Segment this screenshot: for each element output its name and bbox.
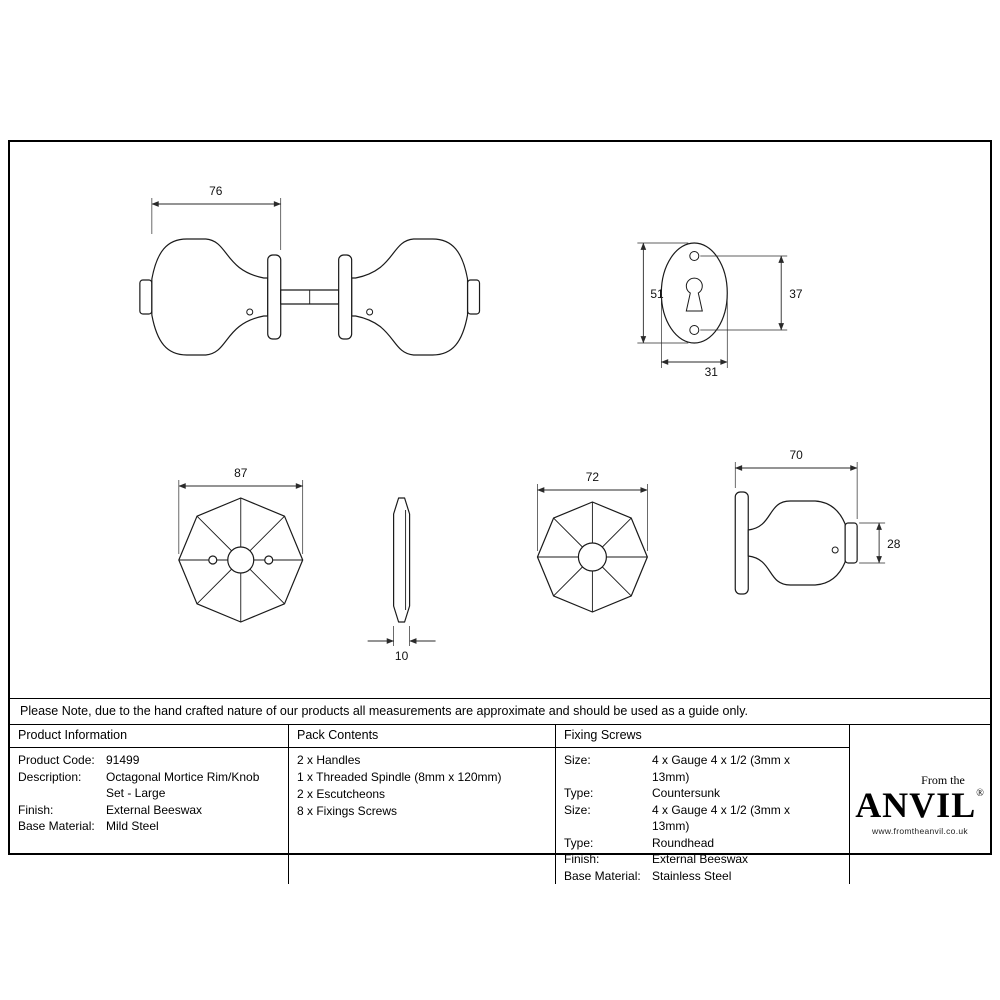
spec-sheet-frame: 76 51 37: [8, 140, 992, 884]
dimension-boss-diameter: 28: [859, 522, 901, 564]
table-row: Finish: External Beeswax: [564, 851, 841, 868]
row-value: 91499: [106, 753, 140, 767]
keyhole: [685, 277, 703, 312]
knob-body-outline: [747, 500, 846, 586]
table-row: Base Material: Stainless Steel: [564, 868, 841, 885]
table-row: Type: Roundhead: [564, 835, 841, 852]
row-value: External Beeswax: [106, 802, 203, 817]
row-label: Base Material:: [564, 868, 641, 883]
list-item: 8 x Fixings Screws: [297, 804, 398, 818]
dimension-rose-width: 87: [178, 466, 304, 554]
knob-centre-boss: [577, 542, 607, 572]
row-label: Type:: [564, 835, 594, 850]
technical-drawings: 76 51 37: [139, 184, 901, 663]
row-value: 4 x Gauge 4 x 1/2 (3mm x 13mm): [652, 802, 791, 834]
table-row: Finish: External Beeswax: [18, 802, 280, 819]
pack-contents-cell: 2 x Handles 1 x Threaded Spindle (8mm x …: [288, 748, 555, 884]
row-label: Type:: [564, 786, 594, 800]
row-label: Base Material:: [18, 819, 95, 833]
spindle-hole: [227, 546, 255, 574]
disclaimer-text: Please Note, due to the hand crafted nat…: [20, 704, 749, 718]
technical-drawing-area: 76 51 37: [10, 142, 990, 698]
rose-edge-on: [267, 254, 282, 340]
table-row: Product Code: 91499: [18, 752, 280, 769]
knob-side-view: 70 28: [734, 448, 901, 595]
row-value: Octagonal Mortice Rim/Knob Set - Large: [106, 769, 260, 801]
list-item: 1 x Threaded Spindle (8mm x 120mm): [297, 770, 502, 784]
dimension-escutcheon-width: 31: [660, 295, 728, 379]
knob-body-outline: [151, 238, 269, 356]
knob-front-view: 72: [536, 470, 648, 613]
set-screw-hole: [246, 308, 254, 316]
row-value: 4 x Gauge 4 x 1/2 (3mm x 13mm): [652, 753, 791, 784]
table-row: Base Material: Mild Steel: [18, 818, 280, 835]
dimension-label: 31: [705, 365, 719, 379]
column-header-product-information: Product Information: [10, 725, 288, 748]
dimension-label: 76: [209, 184, 223, 198]
rose-front-view: 87: [178, 466, 304, 623]
row-label: Finish:: [564, 852, 600, 866]
logo-tagline: From the: [921, 773, 965, 788]
list-item: 2 x Escutcheons: [297, 787, 386, 801]
logo-brand-text: ANVIL: [855, 785, 977, 826]
row-label: Finish:: [18, 802, 54, 817]
dimension-label: 10: [395, 649, 409, 663]
rose-edge-on: [734, 491, 749, 595]
logo-brand-name: ANVIL®: [855, 785, 985, 826]
knob-side-profile: [139, 238, 282, 356]
dimension-knob-width: 72: [537, 470, 648, 551]
row-label: Size:: [564, 753, 591, 767]
dimension-fixing-hole-centres: 37: [700, 255, 803, 331]
registered-trademark-symbol: ®: [976, 788, 985, 800]
fixing-hole-bottom: [689, 325, 700, 335]
measurement-disclaimer: Please Note, due to the hand crafted nat…: [10, 698, 990, 724]
mirrored-knob: [338, 238, 481, 356]
dimension-label: 37: [789, 287, 803, 301]
table-row: Size: 4 x Gauge 4 x 1/2 (3mm x 13mm): [564, 752, 841, 785]
dimension-label: 87: [234, 466, 248, 480]
knob-front-boss: [844, 522, 858, 564]
dimension-knob-projection: 76: [151, 184, 282, 250]
row-value: Stainless Steel: [652, 868, 732, 883]
rose-side-outline: [393, 497, 411, 623]
dimension-label: 51: [650, 287, 664, 301]
set-screw-hole: [831, 546, 839, 554]
table-row: Size: 4 x Gauge 4 x 1/2 (3mm x 13mm): [564, 802, 841, 835]
fixing-screws-cell: Size: 4 x Gauge 4 x 1/2 (3mm x 13mm) Typ…: [555, 748, 849, 884]
row-label: Product Code:: [18, 753, 95, 767]
fixing-hole-right: [264, 555, 274, 565]
row-label: Description:: [18, 769, 82, 784]
dimension-label: 70: [790, 448, 804, 462]
logo-website: www.fromtheanvil.co.uk: [872, 825, 968, 836]
dimension-knob-projection: 70: [734, 448, 858, 519]
column-header-pack-contents: Pack Contents: [288, 725, 555, 748]
fixing-hole-top: [689, 251, 700, 261]
rose-side-view: 10: [367, 497, 436, 663]
knob-set-side-view: 76: [139, 184, 481, 356]
row-value: External Beeswax: [652, 852, 749, 866]
list-item: 2 x Handles: [297, 753, 361, 767]
dimension-label: 28: [887, 537, 901, 551]
dimension-escutcheon-height: 51: [637, 242, 689, 344]
row-value: Mild Steel: [106, 819, 159, 833]
knob-front-boss: [139, 279, 153, 315]
table-row: Description: Octagonal Mortice Rim/Knob …: [18, 769, 280, 802]
dimension-label: 72: [586, 470, 600, 484]
product-information-cell: Product Code: 91499 Description: Octagon…: [10, 748, 288, 884]
row-value: Countersunk: [652, 786, 721, 800]
row-label: Size:: [564, 802, 591, 817]
column-header-fixing-screws: Fixing Screws: [555, 725, 849, 748]
facet-lines: [537, 502, 648, 612]
brand-logo: From the ANVIL® www.fromtheanvil.co.uk: [849, 725, 990, 884]
product-spec-table: Product Information Pack Contents Fixing…: [10, 724, 990, 884]
escutcheon-front-view: 51 37 31: [637, 242, 803, 379]
fixing-hole-left: [208, 555, 218, 565]
table-row: Type: Countersunk: [564, 785, 841, 802]
row-value: Roundhead: [652, 835, 715, 850]
dimension-rose-thickness: 10: [367, 626, 436, 663]
